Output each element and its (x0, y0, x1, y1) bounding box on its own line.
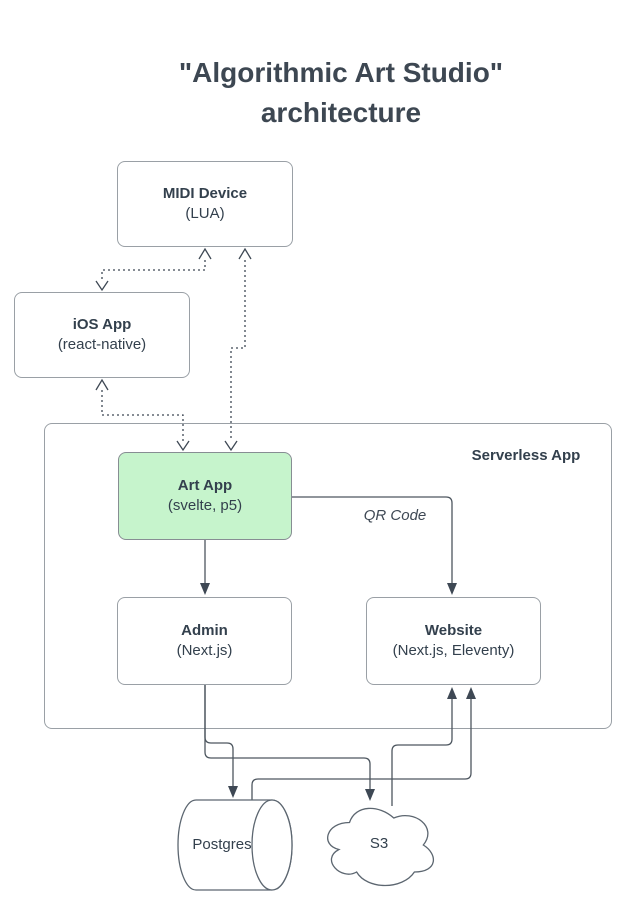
page-title-line-2: architecture (260, 97, 422, 128)
page-title-line-1: "Algorithmic Art Studio" (178, 57, 504, 88)
node-admin-tech: (Next.js) (176, 642, 233, 659)
page-title: "Algorithmic Art Studio" architecture (61, 53, 621, 133)
node-website-name: Website (424, 622, 483, 639)
node-website: Website (Next.js, Eleventy) (366, 597, 541, 685)
postgres-label: Postgres (192, 836, 252, 853)
edge-midi-ios (95, 247, 212, 292)
node-admin: Admin (Next.js) (117, 597, 292, 685)
node-art-app-name: Art App (177, 477, 233, 494)
serverless-app-label: Serverless App (471, 447, 581, 464)
qr-code-edge-label: QR Code (363, 507, 427, 524)
s3-label: S3 (369, 835, 389, 852)
node-art-app: Art App (svelte, p5) (118, 452, 292, 540)
node-ios-app-tech: (react-native) (57, 336, 147, 353)
node-midi-device-tech: (LUA) (185, 205, 225, 222)
edge-midi-art (224, 247, 252, 452)
node-midi-device-name: MIDI Device (162, 185, 248, 202)
node-midi-device: MIDI Device (LUA) (117, 161, 293, 247)
node-website-tech: (Next.js, Eleventy) (392, 642, 515, 659)
node-ios-app-name: iOS App (72, 316, 132, 333)
node-admin-name: Admin (181, 622, 228, 639)
node-art-app-tech: (svelte, p5) (167, 497, 243, 514)
node-ios-app: iOS App (react-native) (14, 292, 190, 378)
